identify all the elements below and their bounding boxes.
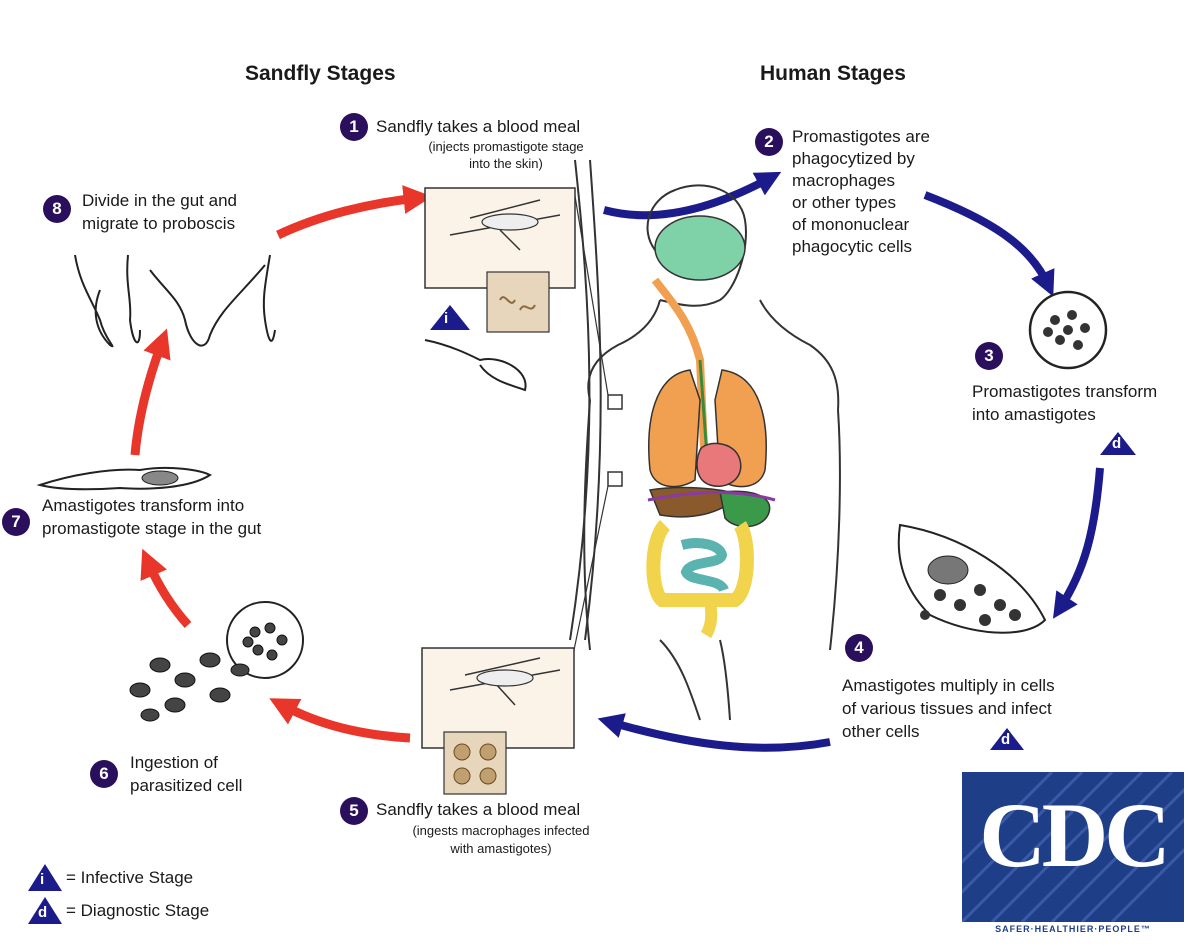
stage-5-text: Sandfly takes a blood meal [376,800,581,819]
stage-2-line-c: macrophages [792,171,896,190]
stage-4-line-a: Amastigotes multiply in cells [842,676,1055,695]
legend-diagnostic-letter: d [38,904,48,921]
arrow-2-to-3 [923,191,1055,297]
human-stages-heading: Human Stages [760,62,906,85]
stage-6-line-b: parasitized cell [130,776,243,795]
arrow-7-to-8 [130,328,171,456]
cdc-logo-letters: CDC [979,784,1170,886]
promastigote [424,339,527,392]
legend-infective-marker [28,864,62,891]
stage-8-line-a: Divide in the gut and [82,191,237,210]
macrophage-cell [1028,290,1108,370]
head-outline [646,184,747,307]
arrow-4-to-5 [597,713,831,752]
legend-infective-letter: i [40,871,45,888]
diagnostic-marker-letter-3: d [1112,435,1122,452]
stage-4-line-c: other cells [842,722,920,741]
cdc-tagline: SAFER·HEALTHIER·PEOPLE™ [995,924,1151,934]
stage-2-line-a: Promastigotes are [792,127,930,146]
stage-6-line-a: Ingestion of [130,753,218,772]
stage-4-badge: 4 [845,634,873,662]
sandfly-inset-top [424,187,576,333]
arrow-8-to-1 [276,185,433,240]
stage-5-badge: 5 [340,797,368,825]
stage-1-subtext-a: (injects promastigote stage [428,139,584,154]
stage-2-line-e: of mononuclear [792,215,910,234]
stage-8-badge: 8 [43,195,71,223]
legend-infective-text: = Infective Stage [66,868,194,887]
diaphragm [647,491,776,502]
arrow-1-to-2 [602,171,782,220]
stomach [719,490,771,528]
stage-7-line-a: Amastigotes transform into [42,496,245,515]
stage-4-line-b: of various tissues and infect [842,699,1052,718]
cdc-logo: CDC [962,772,1184,922]
dividing-promastigotes [74,254,276,348]
legend-diagnostic-text: = Diagnostic Stage [66,901,210,920]
stage-1-badge: 1 [340,113,368,141]
cdc-logo-stripes [962,772,1184,922]
stage-2-line-d: or other types [792,193,896,212]
infective-marker-letter: i [444,310,449,327]
stage-2-badge: 2 [755,128,783,156]
parasitized-cells [129,601,304,722]
diagnostic-marker-stage3 [1100,432,1136,455]
stage-1-text: Sandfly takes a blood meal [376,117,581,136]
arrow-6-to-7 [140,548,192,629]
stage-6-badge: 6 [90,760,118,788]
skin-marker-upper [607,394,623,410]
skin-marker-lower [607,471,623,487]
stage-1-subtext-b: into the skin) [469,156,543,171]
stage-3-line-a: Promastigotes transform [972,382,1158,401]
stage-8-line-b: migrate to proboscis [82,214,236,233]
stage-2-line-b: phagocytized by [792,149,915,168]
infected-tissue-cell [897,523,1047,634]
stage-5-subtext-b: with amastigotes) [450,841,552,856]
lung-left [648,369,701,488]
small-intestine [680,538,729,593]
stage-5-subtext-a: (ingests macrophages infected [412,823,590,838]
diagnostic-marker-stage4 [990,728,1024,750]
gut-amastigote-cell [36,466,213,491]
human-body [569,159,841,721]
rectum [700,599,718,639]
stage-2-line-f: phagocytic cells [792,237,913,256]
infective-marker-stage1 [430,305,470,330]
stage-7-badge: 7 [2,508,30,536]
stage-7-line-b: promastigote stage in the gut [42,519,262,538]
stage-3-line-b: into amastigotes [972,405,1096,424]
sandfly-stages-heading: Sandfly Stages [245,62,396,85]
brain [654,215,746,281]
arrow-5-to-6 [269,698,411,743]
sandfly-inset-bottom [421,647,575,795]
esophagus [651,277,709,471]
large-intestine [646,520,754,607]
stage-3-badge: 3 [975,342,1003,370]
heart [696,442,742,487]
legend-diagnostic-marker [28,897,62,924]
diagnostic-marker-letter-4: d [1001,731,1011,748]
arrow-3-to-4 [1052,467,1104,619]
